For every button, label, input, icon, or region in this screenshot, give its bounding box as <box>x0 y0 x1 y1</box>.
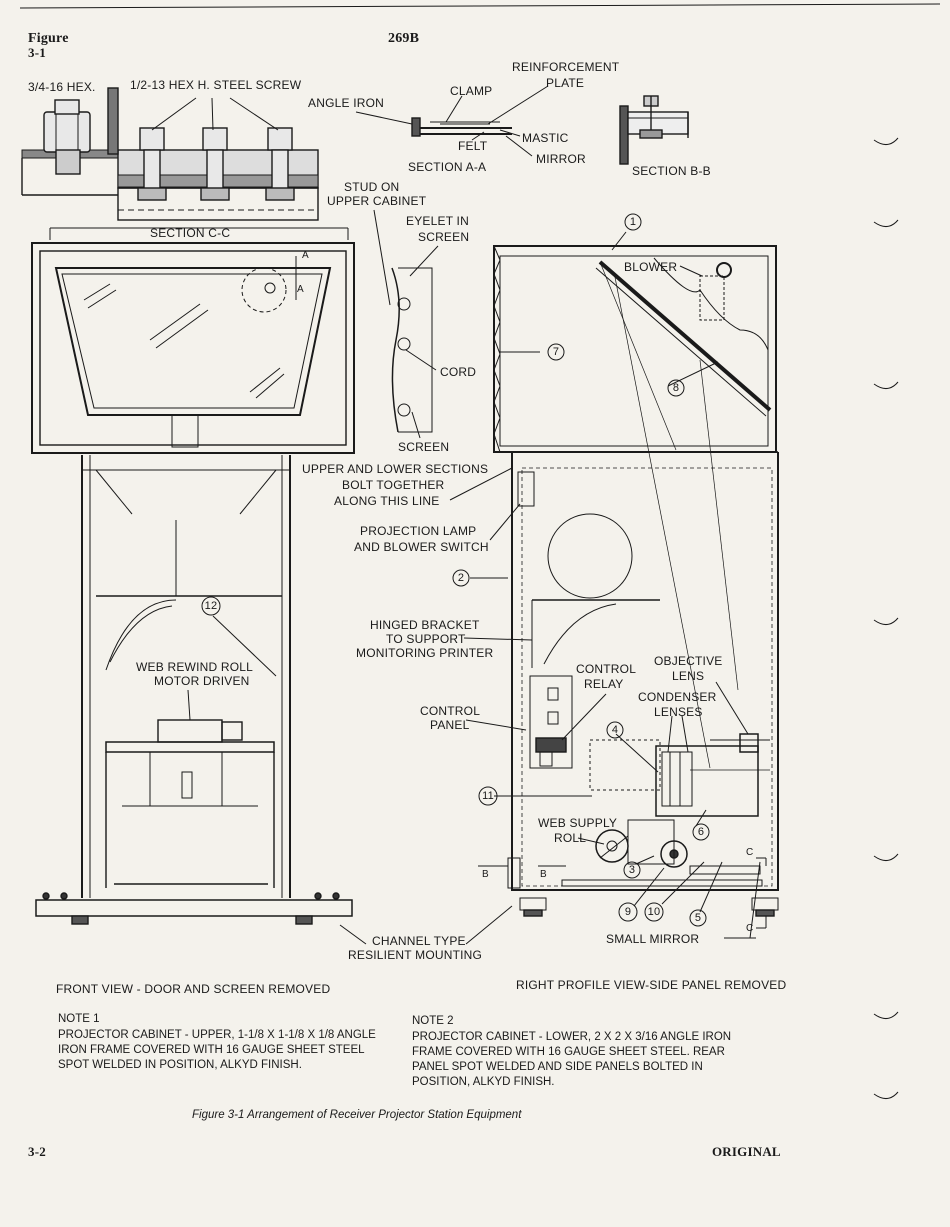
label-screen: SCREEN <box>398 440 450 454</box>
note2-text: PROJECTOR CABINET - LOWER, 2 X 2 X 3/16 … <box>412 1031 732 1088</box>
label-stud-line2: UPPER CABINET <box>327 194 427 208</box>
ref-5: 5 <box>694 912 702 924</box>
figure-word: Figure <box>28 31 69 46</box>
section-aa-drawing <box>355 85 549 157</box>
label-mastic: MASTIC <box>522 131 569 145</box>
label-channel-line1: CHANNEL TYPE <box>372 934 466 948</box>
ref-12: 12 <box>204 600 218 612</box>
section-mark-b-right: B <box>540 869 547 880</box>
label-stud-line1: STUD ON <box>344 180 400 194</box>
label-web-rewind-line1: WEB REWIND ROLL <box>136 660 254 674</box>
label-upper-lower-line3: ALONG THIS LINE <box>334 494 440 508</box>
label-eyelet-line2: SCREEN <box>418 230 470 244</box>
label-hex-screw: 1/2-13 HEX H. STEEL SCREW <box>130 78 302 92</box>
label-felt: FELT <box>458 139 488 153</box>
figure-caption: Figure 3-1 Arrangement of Receiver Proje… <box>192 1109 522 1121</box>
ref-2: 2 <box>457 572 465 584</box>
ref-7: 7 <box>552 346 560 358</box>
label-bracket-line1: HINGED BRACKET <box>370 618 480 632</box>
label-bracket-line2: TO SUPPORT <box>386 632 466 646</box>
label-lamp-line1: PROJECTION LAMP <box>360 524 477 538</box>
label-a-mark-upper: A <box>302 250 309 261</box>
section-cc-drawing <box>21 87 391 306</box>
label-clamp: CLAMP <box>450 84 493 98</box>
section-bb-drawing <box>619 95 689 165</box>
figure-number: 3-1 <box>28 45 46 60</box>
section-mark-c-top: C <box>746 847 754 858</box>
label-hex-nut: 3/4-16 HEX. <box>28 80 96 94</box>
section-mark-b-left: B <box>482 869 489 880</box>
label-web-supply-line2: ROLL <box>554 831 587 845</box>
ref-8: 8 <box>672 382 680 394</box>
ref-11: 11 <box>482 790 494 802</box>
ref-3: 3 <box>628 864 636 876</box>
ref-6: 6 <box>697 826 705 838</box>
label-angle-iron: ANGLE IRON <box>308 96 385 110</box>
label-web-supply-line1: WEB SUPPLY <box>538 816 618 830</box>
label-upper-lower-line1: UPPER AND LOWER SECTIONS <box>302 462 489 476</box>
note1-text: PROJECTOR CABINET - UPPER, 1-1/8 X 1-1/8… <box>58 1029 376 1071</box>
section-aa-title: SECTION A-A <box>408 160 487 174</box>
page-number: 3-2 <box>28 1144 46 1159</box>
right-profile-drawing <box>449 231 779 945</box>
note1-title: NOTE 1 <box>58 1013 100 1025</box>
note2-title: NOTE 2 <box>412 1015 454 1027</box>
section-mark-c-bottom: C <box>746 923 754 934</box>
front-view-label: FRONT VIEW - DOOR AND SCREEN REMOVED <box>56 982 331 996</box>
label-objective-line1: OBJECTIVE <box>654 654 723 668</box>
profile-view-label: RIGHT PROFILE VIEW-SIDE PANEL REMOVED <box>516 978 787 992</box>
document-status: ORIGINAL <box>712 1144 781 1159</box>
ref-4: 4 <box>611 724 619 736</box>
label-plate: PLATE <box>546 76 585 90</box>
front-view-drawing <box>31 242 367 945</box>
label-bracket-line3: MONITORING PRINTER <box>356 646 494 660</box>
label-lamp-line2: AND BLOWER SWITCH <box>354 540 489 554</box>
label-upper-lower-line2: BOLT TOGETHER <box>342 478 445 492</box>
label-condenser-line2: LENSES <box>654 705 703 719</box>
label-control-panel-line1: CONTROL <box>420 704 481 718</box>
label-eyelet-line1: EYELET IN <box>406 214 469 228</box>
section-cc-title: SECTION C-C <box>150 226 231 240</box>
label-web-rewind-line2: MOTOR DRIVEN <box>154 674 250 688</box>
section-bb-title: SECTION B-B <box>632 164 711 178</box>
binding-marks <box>873 137 899 1099</box>
label-reinforcement: REINFORCEMENT <box>512 60 620 74</box>
label-blower: BLOWER <box>624 260 678 274</box>
screen-detail-drawing <box>391 245 439 439</box>
label-objective-line2: LENS <box>672 669 705 683</box>
label-cord: CORD <box>440 365 477 379</box>
ref-9: 9 <box>624 906 632 918</box>
doc-code: 269B <box>388 31 420 46</box>
label-mirror: MIRROR <box>536 152 586 166</box>
label-small-mirror: SMALL MIRROR <box>606 932 700 946</box>
label-control-panel-line2: PANEL <box>430 718 470 732</box>
label-a-mark-lower: A <box>297 284 304 295</box>
label-control-relay-line1: CONTROL <box>576 662 637 676</box>
label-channel-line2: RESILIENT MOUNTING <box>348 948 483 962</box>
label-condenser-line1: CONDENSER <box>638 690 717 704</box>
label-control-relay-line2: RELAY <box>584 677 624 691</box>
ref-1: 1 <box>629 216 637 228</box>
ref-10: 10 <box>647 906 661 918</box>
reference-circles <box>201 213 710 927</box>
